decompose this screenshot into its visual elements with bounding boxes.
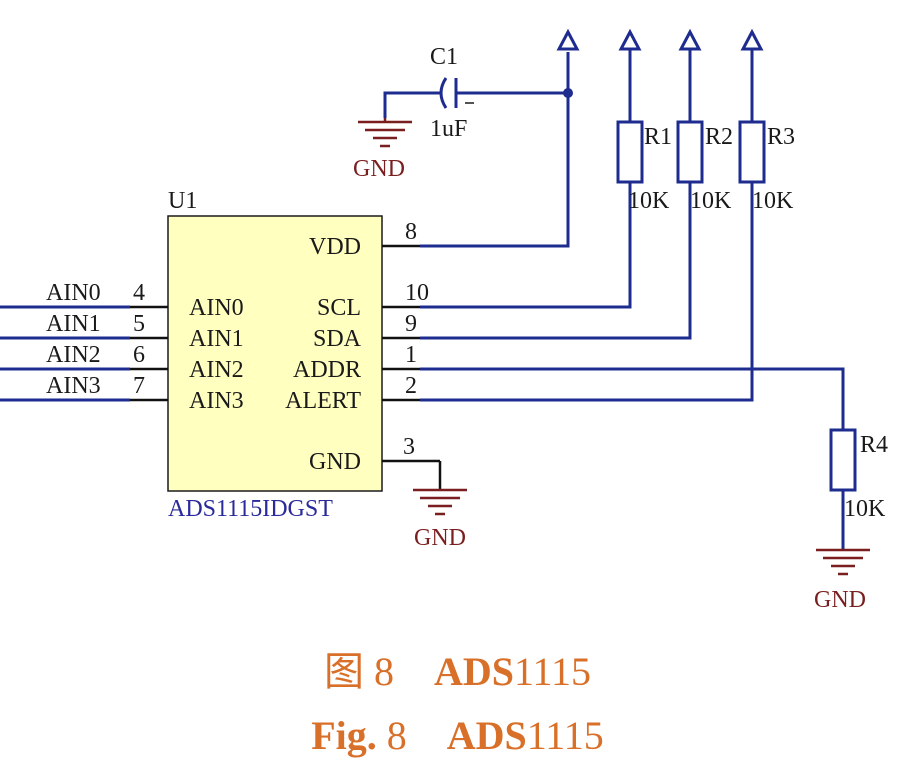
- pin-num-scl: 10: [405, 280, 429, 306]
- gnd-symbol-chip: [413, 488, 467, 516]
- r3-ref: R3: [767, 124, 795, 150]
- pin-name-ain1: AIN1: [189, 326, 244, 352]
- gnd-label-r4: GND: [814, 587, 866, 613]
- r4-value: 10K: [844, 496, 886, 522]
- pin-name-sda: SDA: [313, 326, 362, 352]
- gnd-label-chip: GND: [414, 525, 466, 551]
- r4-body: [829, 428, 857, 492]
- pin-num-sda: 9: [405, 311, 417, 337]
- schematic-diagram: U1 ADS1115IDGST AIN0 AIN1 AIN2 AIN3 4 5 …: [0, 28, 889, 613]
- r2-body: [676, 120, 704, 184]
- r1-body: [616, 120, 644, 184]
- vdd-arrow-r3: [740, 28, 764, 51]
- r2-value: 10K: [690, 188, 732, 214]
- caption-en-title-rest: 1115: [526, 713, 604, 758]
- pin-name-vdd: VDD: [309, 234, 361, 260]
- caption-cn-prefix: 图: [323, 649, 364, 694]
- chip-body: [167, 215, 383, 492]
- pin-num-ain0: 4: [133, 280, 145, 306]
- wire-c1-left: [383, 91, 440, 118]
- r1-ref: R1: [644, 124, 672, 150]
- r1-value: 10K: [628, 188, 670, 214]
- pin-name-scl: SCL: [317, 295, 361, 321]
- right-pins: [382, 244, 442, 490]
- c1-value: 1uF: [430, 116, 467, 142]
- pin-num-ain2: 6: [133, 342, 145, 368]
- pin-name-gnd: GND: [309, 449, 361, 475]
- caption-cn-title-rest: 1115: [514, 649, 592, 694]
- vdd-net: [420, 28, 580, 248]
- figure-caption-english: Fig. 8 ADS1115: [0, 716, 915, 756]
- net-label-ain2: AIN2: [46, 342, 101, 368]
- r4-ref: R4: [860, 432, 888, 458]
- pin-num-ain3: 7: [133, 373, 145, 399]
- pin-num-gnd: 3: [403, 434, 415, 460]
- r3-value: 10K: [752, 188, 794, 214]
- caption-cn-title-bold: ADS: [433, 649, 514, 694]
- net-label-ain0: AIN0: [46, 280, 101, 306]
- c1-ref: C1: [430, 44, 458, 70]
- chip-part: ADS1115IDGST: [168, 496, 333, 522]
- wire-alert: [420, 182, 754, 402]
- wire-vdd: [420, 52, 570, 248]
- resistor-r4: [420, 367, 857, 550]
- caption-en-number: 8: [386, 713, 407, 758]
- pin-name-ain3: AIN3: [189, 388, 244, 414]
- wire-sda: [420, 182, 692, 340]
- pin-num-addr: 1: [405, 342, 417, 368]
- pin-num-ain1: 5: [133, 311, 145, 337]
- pin-name-ain0: AIN0: [189, 295, 244, 321]
- figure-caption-chinese: 图 8 ADS1115: [0, 652, 915, 692]
- wire-scl: [420, 182, 632, 309]
- resistor-r2: [420, 28, 704, 340]
- chip-ref: U1: [168, 188, 197, 214]
- vdd-arrow-c1: [556, 28, 580, 51]
- net-label-ain1: AIN1: [46, 311, 101, 337]
- pin-num-vdd: 8: [405, 219, 417, 245]
- r2-ref: R2: [705, 124, 733, 150]
- gnd-symbol-c1: [358, 118, 412, 148]
- pin-name-addr: ADDR: [293, 357, 361, 383]
- pin-name-alert: ALERT: [285, 388, 361, 414]
- vdd-arrow-r2: [678, 28, 702, 51]
- gnd-label-c1: GND: [353, 156, 405, 182]
- vdd-arrow-r1: [618, 28, 642, 51]
- resistor-r1: [420, 28, 644, 309]
- r3-body: [738, 120, 766, 184]
- net-label-ain3: AIN3: [46, 373, 101, 399]
- pin-num-alert: 2: [405, 373, 417, 399]
- schematic-labels: U1 ADS1115IDGST AIN0 AIN1 AIN2 AIN3 4 5 …: [46, 44, 888, 613]
- wire-addr: [420, 367, 845, 430]
- gnd-symbol-r4: [816, 548, 870, 576]
- vdd-junction: [563, 88, 573, 98]
- resistor-r3: [420, 28, 766, 402]
- caption-cn-number: 8: [373, 649, 394, 694]
- pin-name-ain2: AIN2: [189, 357, 244, 383]
- caption-en-title-bold: ADS: [446, 713, 527, 758]
- left-pins: [0, 305, 168, 402]
- caption-en-prefix: Fig.: [311, 713, 377, 758]
- capacitor-c1: [383, 77, 474, 118]
- c1-curved-plate: [439, 77, 448, 109]
